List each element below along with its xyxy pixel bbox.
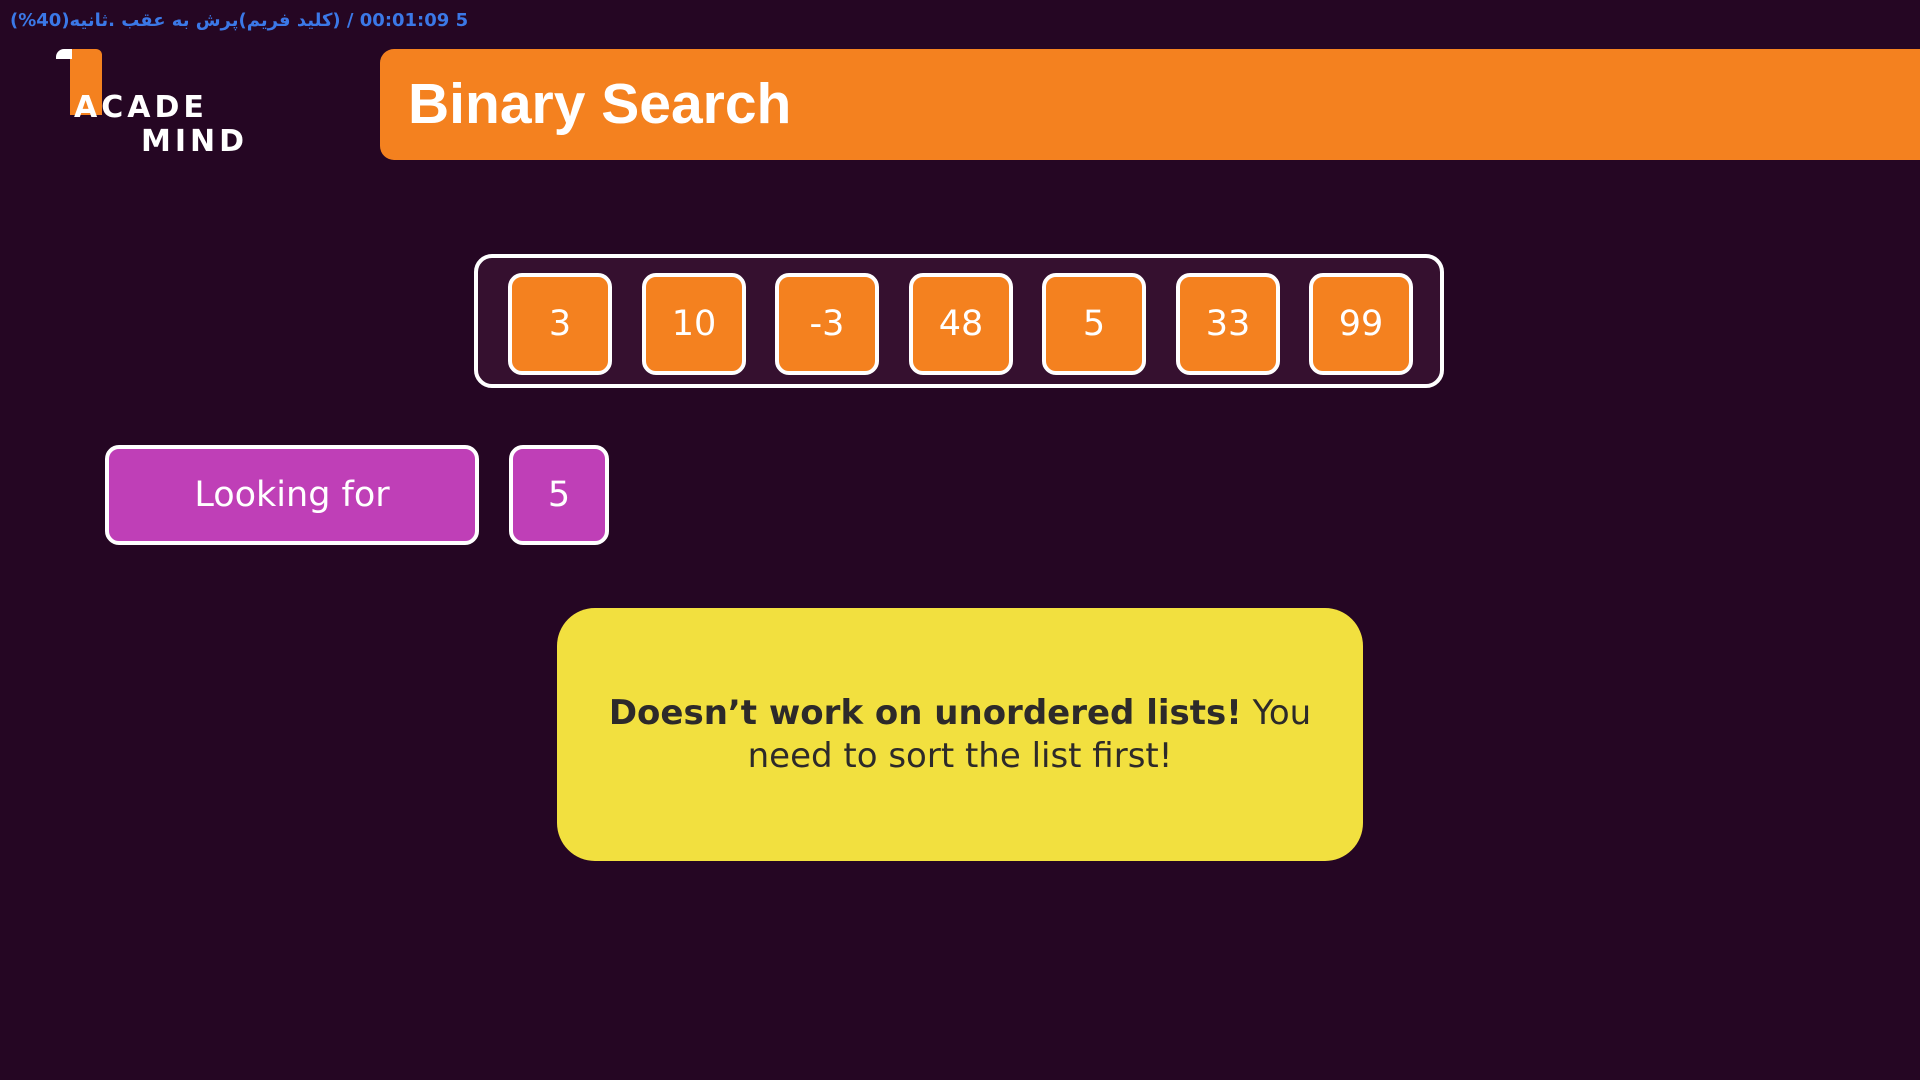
array-cell: 5 xyxy=(1042,273,1146,375)
logo-line-1: ACADE xyxy=(74,90,208,125)
array-cell: 10 xyxy=(642,273,746,375)
bookmark-flag-top xyxy=(56,49,72,59)
player-status-text: 5 00:01:09 / (کلید فریم)پرش به عقب .ثانی… xyxy=(10,10,469,31)
note-box: Doesn’t work on unordered lists! You nee… xyxy=(557,608,1363,861)
video-player-status-overlay: 5 00:01:09 / (کلید فریم)پرش به عقب .ثانی… xyxy=(10,10,468,38)
looking-for-label: Looking for xyxy=(105,445,479,545)
bookmark-flag-icon xyxy=(70,49,102,115)
note-rest-text: You need to sort the list first! xyxy=(747,692,1312,776)
note-text: Doesn’t work on unordered lists! You nee… xyxy=(587,692,1333,778)
academind-logo: ACADE MIND xyxy=(50,46,260,164)
array-cell: 33 xyxy=(1176,273,1280,375)
slide-title: Binary Search xyxy=(408,72,792,136)
array-cell: -3 xyxy=(775,273,879,375)
note-bold-text: Doesn’t work on unordered lists! xyxy=(608,692,1242,733)
array-cell: 48 xyxy=(909,273,1013,375)
array-cell: 99 xyxy=(1309,273,1413,375)
array-cell: 3 xyxy=(508,273,612,375)
target-value: 5 xyxy=(509,445,609,545)
array-container: 3 10 -3 48 5 33 99 xyxy=(474,254,1444,388)
title-banner: Binary Search xyxy=(380,49,1920,160)
logo-line-2: MIND xyxy=(141,124,249,159)
